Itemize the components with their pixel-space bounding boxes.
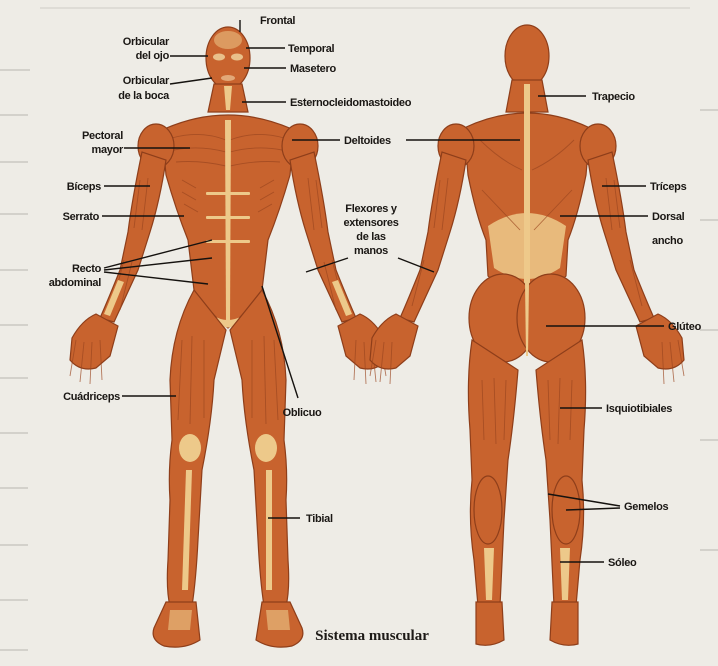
label-dorsal-2: ancho bbox=[652, 235, 683, 247]
label-trapecio: Trapecio bbox=[592, 91, 635, 103]
label-recto-2: abdominal bbox=[49, 277, 102, 289]
label-gemelos: Gemelos bbox=[624, 501, 669, 513]
label-oblicuo: Oblicuo bbox=[283, 407, 322, 419]
label-cuadriceps: Cuádriceps bbox=[63, 391, 120, 403]
front-figure bbox=[70, 27, 386, 647]
label-isquiotibiales: Isquiotibiales bbox=[606, 403, 672, 415]
label-soleo: Sóleo bbox=[608, 557, 637, 569]
label-pectoral-2: mayor bbox=[91, 144, 124, 156]
label-dorsal-1: Dorsal bbox=[652, 211, 685, 223]
label-flexores-3: de las bbox=[356, 231, 386, 243]
label-orbicular-boca-2: de la boca bbox=[118, 90, 170, 102]
label-recto-1: Recto bbox=[72, 263, 102, 275]
label-gluteo: Glúteo bbox=[668, 321, 702, 333]
label-flexores-4: manos bbox=[354, 245, 388, 257]
label-flexores-2: extensores bbox=[343, 217, 398, 229]
label-biceps: Bíceps bbox=[67, 181, 101, 193]
label-masetero: Masetero bbox=[290, 63, 336, 75]
label-temporal: Temporal bbox=[288, 43, 335, 55]
label-frontal: Frontal bbox=[260, 15, 295, 27]
label-serrato: Serrato bbox=[63, 211, 100, 223]
label-tibial: Tibial bbox=[306, 513, 333, 525]
label-triceps: Tríceps bbox=[650, 181, 687, 193]
label-deltoides: Deltoides bbox=[344, 135, 391, 147]
label-orbicular-ojo-2: del ojo bbox=[136, 50, 170, 62]
label-flexores-1: Flexores y bbox=[345, 203, 398, 215]
label-pectoral-1: Pectoral bbox=[82, 130, 123, 142]
label-orbicular-boca-1: Orbicular bbox=[123, 75, 170, 87]
label-orbicular-ojo-1: Orbicular bbox=[123, 36, 170, 48]
label-esternocleidomastoideo: Esternocleidomastoideo bbox=[290, 97, 412, 109]
diagram-title: Sistema muscular bbox=[315, 628, 429, 644]
back-figure bbox=[370, 25, 684, 645]
